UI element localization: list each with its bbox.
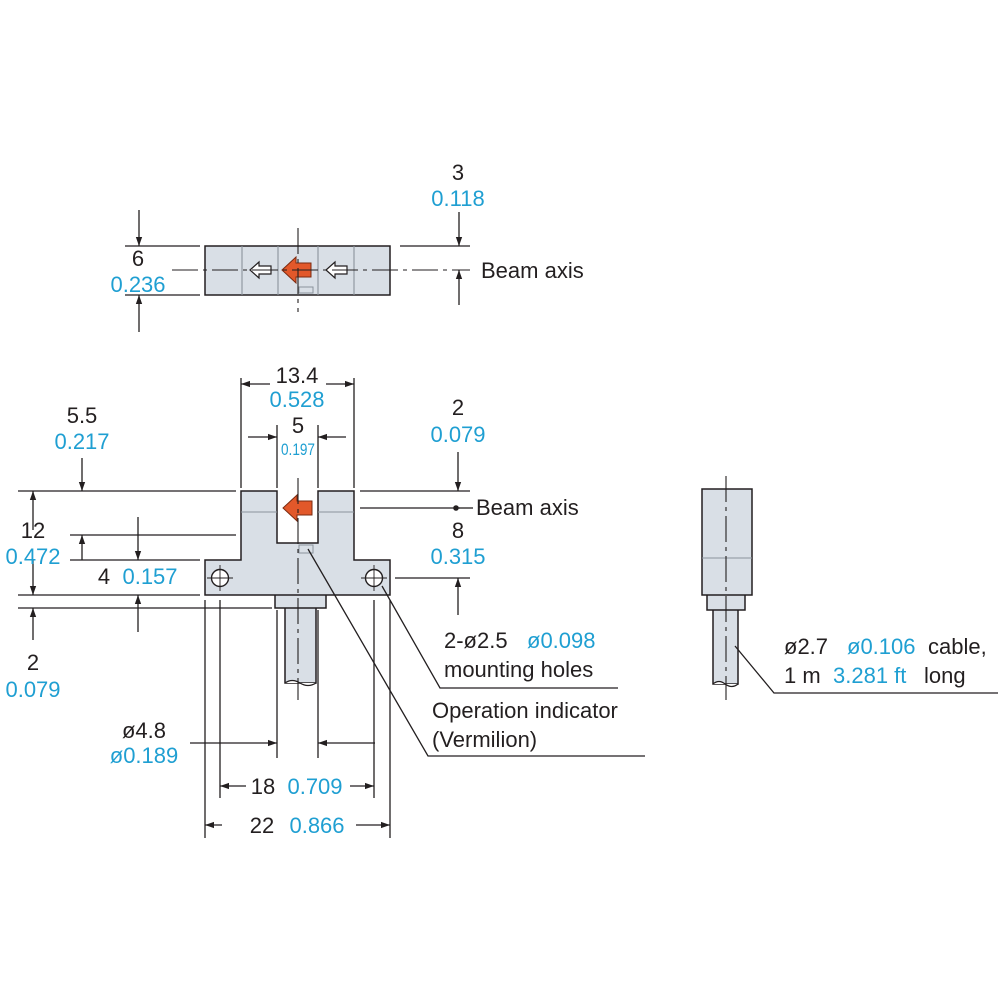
holes-dim-mm: 2-ø2.5 [444, 628, 508, 653]
front-dim-2-top-in: 0.079 [430, 422, 485, 447]
front-dim-4-in: 0.157 [122, 564, 177, 589]
holes-dim-in: ø0.098 [527, 628, 596, 653]
top-dim-3-mm: 3 [452, 160, 464, 185]
front-dim-18-in: 0.709 [287, 774, 342, 799]
front-dim-2-bottom-mm: 2 [27, 650, 39, 675]
front-view: 13.4 0.528 5 0.197 5.5 0.217 2 0.079 Bea… [5, 363, 645, 838]
cable-length-suffix: long [924, 663, 966, 688]
top-view: 3 0.118 6 0.236 Beam axis [110, 160, 584, 332]
front-dim-18-mm: 18 [251, 774, 275, 799]
top-dim-6-mm: 6 [132, 246, 144, 271]
front-dim-2-bottom-in: 0.079 [5, 677, 60, 702]
front-dim-13-4-mm: 13.4 [276, 363, 319, 388]
front-dim-22-in: 0.866 [289, 813, 344, 838]
front-dim-5-5-in: 0.217 [54, 429, 109, 454]
side-view: ø2.7 ø0.106 cable, 1 m 3.281 ft long [701, 476, 998, 700]
front-dim-8-mm: 8 [452, 518, 464, 543]
front-dim-12-mm: 12 [21, 518, 45, 543]
front-dim-2-top-mm: 2 [452, 395, 464, 420]
side-view-body [701, 488, 753, 596]
operation-indicator-icon [282, 493, 313, 523]
front-dim-8-in: 0.315 [430, 544, 485, 569]
top-beam-axis-label: Beam axis [481, 258, 584, 283]
top-dim-3-in: 0.118 [431, 186, 484, 211]
front-dim-5-5-mm: 5.5 [67, 403, 98, 428]
front-view-cable [284, 605, 317, 684]
front-beam-axis-label: Beam axis [476, 495, 579, 520]
front-dim-4-8-in: ø0.189 [110, 743, 179, 768]
holes-label: mounting holes [444, 657, 593, 682]
front-dim-5-mm: 5 [292, 413, 304, 438]
front-dim-5-in: 0.197 [281, 441, 315, 460]
cable-dim-in: ø0.106 [847, 634, 916, 659]
cable-length-prefix: 1 m [784, 663, 821, 688]
front-dim-4-mm: 4 [98, 564, 110, 589]
indicator-label-2: (Vermilion) [432, 727, 537, 752]
indicator-label-1: Operation indicator [432, 698, 618, 723]
cable-dim-mm: ø2.7 [784, 634, 828, 659]
cable-suffix: cable, [928, 634, 987, 659]
front-dim-4-8-mm: ø4.8 [122, 718, 166, 743]
top-dim-6-in: 0.236 [110, 272, 165, 297]
front-dim-22-mm: 22 [250, 813, 274, 838]
front-dim-13-4-in: 0.528 [269, 387, 324, 412]
cable-length-in: 3.281 ft [833, 663, 906, 688]
front-dim-12-in: 0.472 [5, 544, 60, 569]
